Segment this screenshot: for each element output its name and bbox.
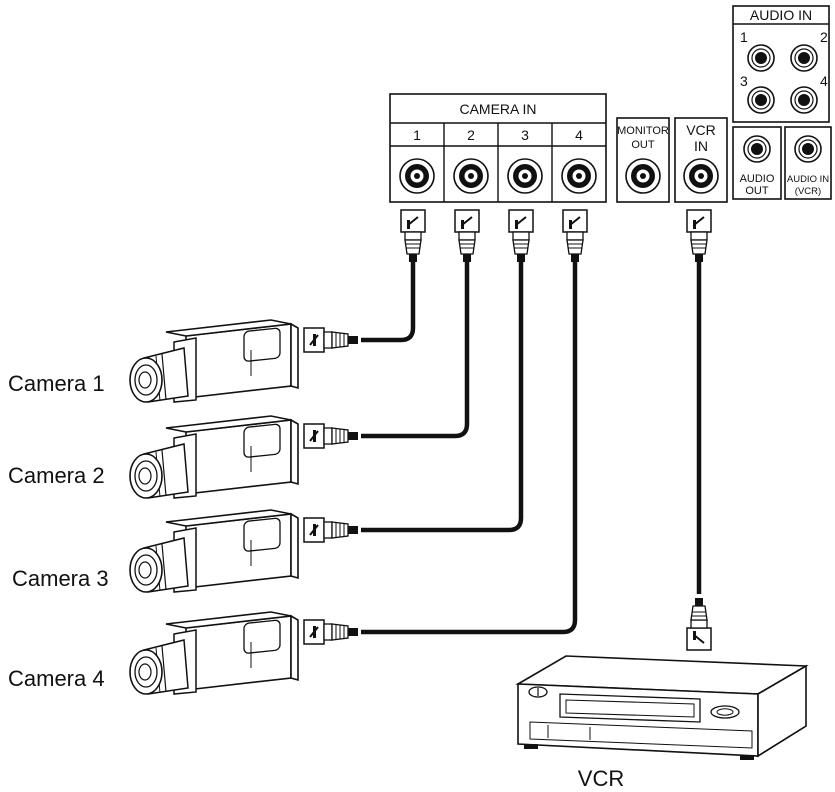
- audio-in-jack-1: [747, 44, 775, 72]
- vcr-label: VCR: [578, 766, 624, 791]
- camera-2-label: Camera 2: [8, 463, 105, 488]
- audio-out-label-line1: AUDIO: [740, 173, 775, 185]
- audio-in-jack-4: [790, 86, 818, 114]
- monitor-out-jack: [625, 158, 661, 194]
- cable-camera-3: [361, 258, 524, 533]
- audio-in-vcr-label-line1: AUDIO IN: [787, 174, 829, 185]
- audio-in-vcr-panel: AUDIO IN (VCR): [784, 126, 832, 200]
- bnc-plug-port-2: [454, 209, 480, 263]
- camera-4-icon: [129, 611, 299, 695]
- vcr-in-panel: VCR IN: [674, 117, 728, 203]
- camera-in-title: CAMERA IN: [459, 101, 536, 117]
- bnc-plug-port-3: [508, 209, 534, 263]
- audio-out-panel: AUDIO OUT: [732, 126, 782, 200]
- camera-1-label: Camera 1: [8, 371, 105, 396]
- camera-in-jack-2: [453, 158, 489, 194]
- vcr-in-label-line2: IN: [694, 138, 708, 154]
- camera-in-port-4-label: 4: [575, 127, 583, 143]
- audio-in-jack-2: [790, 44, 818, 72]
- camera-in-jack-4: [561, 158, 597, 194]
- camera-3-label: Camera 3: [12, 566, 109, 591]
- monitor-out-label-line2: OUT: [631, 139, 655, 151]
- bnc-plug-port-4: [562, 209, 588, 263]
- bnc-plug-vcr: [686, 597, 712, 651]
- audio-in-vcr-label-line2: (VCR): [795, 186, 821, 197]
- audio-in-vcr-jack: [794, 135, 822, 163]
- audio-in-port-1-label: 1: [740, 29, 748, 45]
- camera-3-icon: [129, 509, 299, 593]
- monitor-out-panel: MONITOR OUT: [616, 117, 670, 203]
- camera-in-port-3-label: 3: [521, 127, 529, 143]
- camera-1-icon: [129, 319, 299, 403]
- bnc-plug-camera-2: [303, 423, 359, 449]
- vcr-icon: [515, 655, 809, 760]
- cable-camera-2: [361, 258, 470, 439]
- camera-in-jack-1: [399, 158, 435, 194]
- cable-camera-1: [361, 258, 416, 343]
- vcr-in-label-line1: VCR: [686, 122, 716, 138]
- camera-2-icon: [129, 415, 299, 499]
- bnc-plug-vcr-in: [686, 209, 712, 263]
- cable-camera-4: [361, 258, 578, 635]
- audio-in-panel: AUDIO IN 1 2 3 4: [732, 5, 830, 123]
- camera-in-port-1-label: 1: [413, 127, 421, 143]
- audio-in-port-4-label: 4: [820, 73, 828, 89]
- camera-4-label: Camera 4: [8, 666, 105, 691]
- audio-in-jack-3: [747, 86, 775, 114]
- audio-in-port-2-label: 2: [820, 29, 828, 45]
- audio-in-title: AUDIO IN: [750, 7, 812, 23]
- bnc-plug-camera-4: [303, 619, 359, 645]
- camera-in-port-2-label: 2: [467, 127, 475, 143]
- audio-in-port-3-label: 3: [740, 73, 748, 89]
- bnc-plug-port-1: [400, 209, 426, 263]
- audio-out-label-line2: OUT: [745, 185, 769, 197]
- bnc-plug-camera-1: [303, 327, 359, 353]
- vcr-in-jack: [683, 158, 719, 194]
- camera-in-jack-3: [507, 158, 543, 194]
- monitor-out-label-line1: MONITOR: [617, 125, 669, 137]
- camera-in-panel: CAMERA IN 1 2 3 4: [389, 93, 607, 203]
- audio-out-jack: [743, 135, 771, 163]
- bnc-plug-camera-3: [303, 517, 359, 543]
